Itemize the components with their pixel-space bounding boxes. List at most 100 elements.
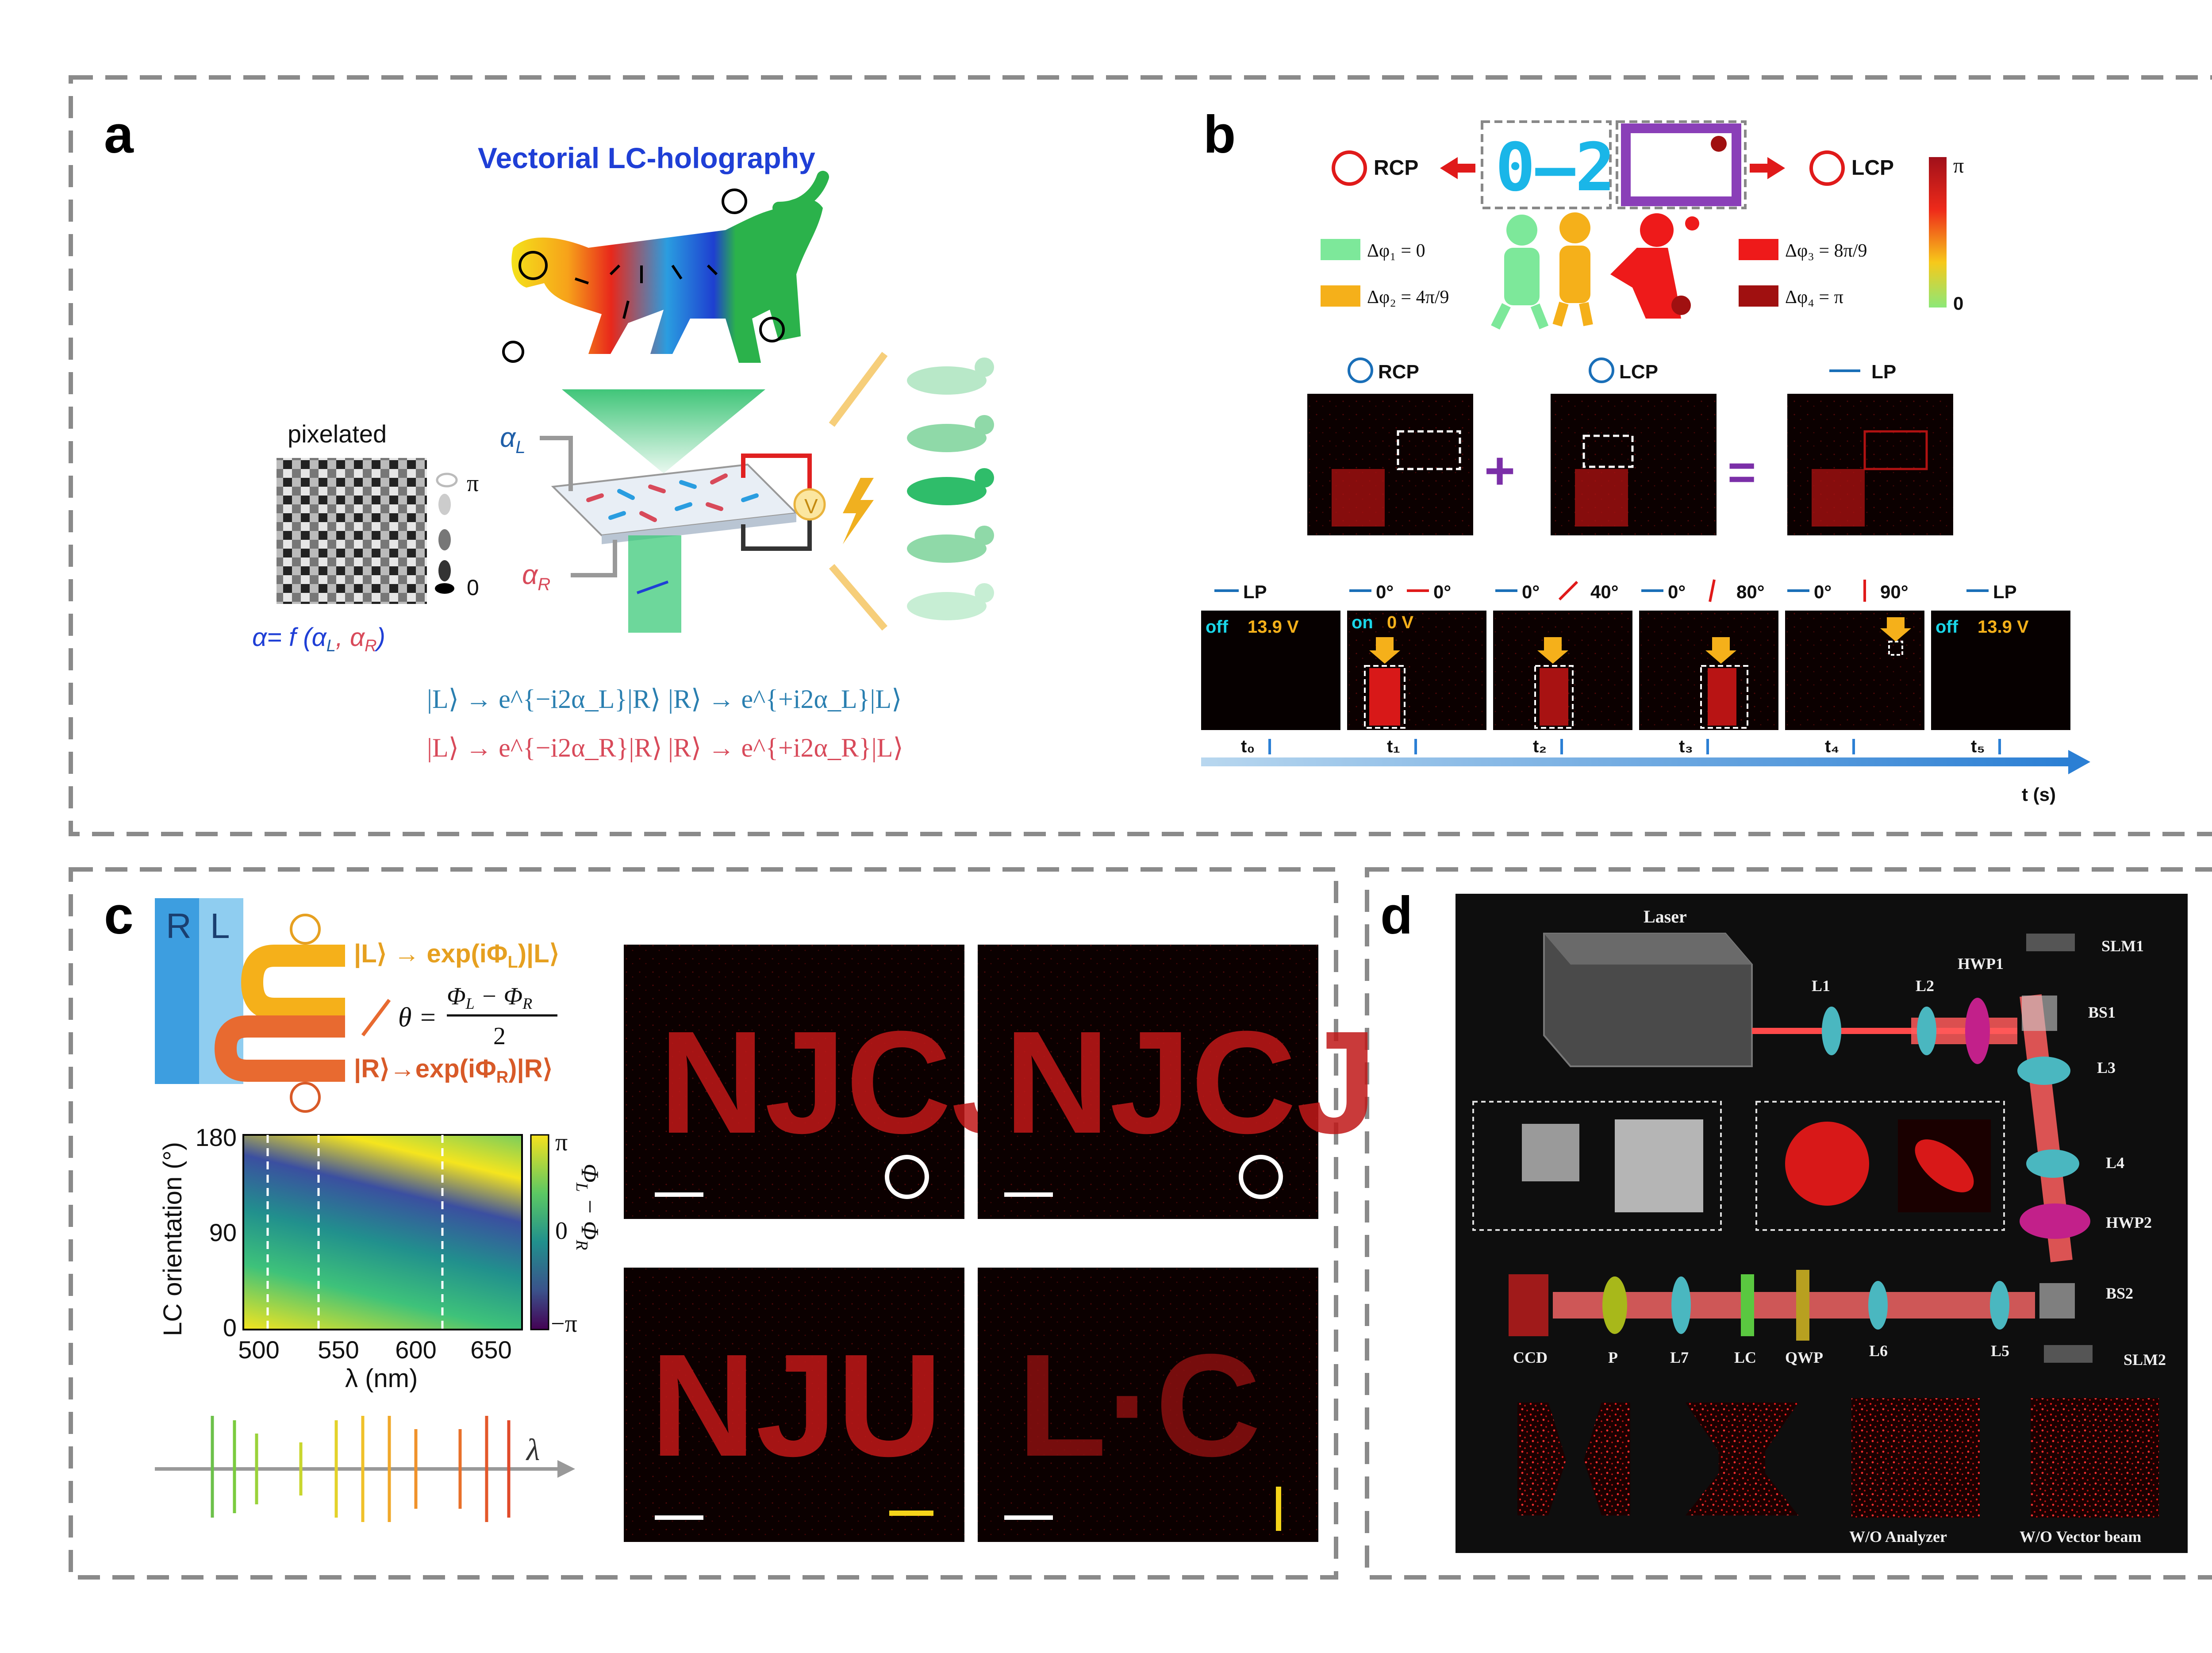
lens-L7 — [1671, 1276, 1691, 1334]
ccd — [1509, 1274, 1548, 1336]
eq-R-to-L-alpha-R: |R⟩ → e^{+i2α_R}|L⟩ — [668, 733, 903, 762]
svg-text:π: π — [555, 1129, 568, 1156]
frame5-voltage: 13.9 V — [1978, 617, 2029, 637]
svg-text:500: 500 — [238, 1336, 279, 1364]
bs2 — [2039, 1283, 2075, 1319]
R-layer — [155, 898, 199, 1084]
arrow-left-icon — [1440, 157, 1475, 179]
svg-text:NJU: NJU — [650, 1323, 942, 1487]
hwp1 — [1965, 998, 1990, 1064]
lcp-highlight-box — [1582, 434, 1634, 468]
input-pol-arrow — [636, 580, 669, 594]
svg-text:40°: 40° — [1590, 581, 1619, 602]
laser-label: Laser — [1644, 907, 1687, 926]
equals-sign: = — [1728, 445, 1756, 500]
svg-text:t₃: t₃ — [1679, 737, 1693, 756]
phase-colorbar — [1929, 157, 1947, 308]
theta-label: θ = — [398, 1003, 437, 1033]
colorbar-bottom-label: 0 — [1953, 293, 1963, 314]
rcp-highlight-box — [1397, 430, 1461, 470]
alpha-formula: α= f (αL, αR) — [252, 623, 385, 655]
alpha-R-arrow — [571, 540, 617, 577]
lc-molecules — [586, 473, 759, 522]
svg-text:0°: 0° — [1376, 581, 1394, 602]
lc-cell — [1741, 1274, 1754, 1336]
legend-swatch-1 — [1321, 239, 1360, 260]
eq-L-to-R-alpha-L: |L⟩ → e^{−i2α_L}|R⟩ — [427, 684, 661, 714]
wave-axis-arrowhead — [557, 1460, 575, 1478]
plus-sign: + — [1484, 441, 1515, 500]
slm2 — [2044, 1345, 2093, 1363]
panel-b: b RCP 0–2 LCP π 0 Δφ₁ = 0 Δφ₂ = 4π/9 Δφ₃… — [1201, 105, 2090, 805]
zero-label: 0 — [467, 575, 479, 600]
caption-wo-analyzer: W/O Analyzer — [1849, 1528, 1947, 1545]
heatmap-xlabel: λ (nm) — [345, 1364, 418, 1393]
svg-text:LP: LP — [1993, 581, 2017, 602]
voltage-label: V — [804, 495, 818, 518]
svg-text:P: P — [1608, 1349, 1618, 1366]
panel-ab-border — [69, 75, 2212, 836]
qwp — [1796, 1270, 1809, 1341]
holo-image-4: L·C — [978, 1268, 1318, 1542]
optics-labels: L1 L2 HWP1 SLM1 BS1 L3 L4 HWP2 BS2 SLM2 … — [1513, 937, 2166, 1369]
svg-text:0: 0 — [223, 1314, 237, 1342]
lens-L6 — [1868, 1281, 1888, 1330]
panel-b-letter: b — [1203, 105, 1236, 164]
heatmap-colorbar — [530, 1134, 549, 1330]
eq-L-to-R-alpha-R: |L⟩ → e^{−i2α_R}|R⟩ — [427, 733, 662, 762]
R-beam-loop — [214, 1015, 345, 1082]
wave-lambda: λ — [526, 1433, 540, 1467]
polarization-arrows — [575, 264, 718, 319]
L-circular-icon — [290, 914, 321, 945]
heatmap-yticks: 180 90 0 — [196, 1123, 237, 1342]
rcp-icon — [1332, 150, 1367, 186]
circuit-top — [741, 454, 812, 491]
legend-label-1: Δφ₁ = 0 — [1367, 241, 1425, 261]
svg-text:NJCJ: NJCJ — [1004, 1000, 1378, 1164]
R-layer-label: R — [166, 906, 192, 946]
time-ticks — [1268, 739, 2001, 754]
input-beam — [628, 535, 681, 633]
frame5-status: off — [1936, 617, 1959, 637]
lcp-figures — [1575, 469, 1628, 527]
legend-label-2: Δφ₂ = 4π/9 — [1367, 287, 1449, 308]
theta-denominator: 2 — [493, 1023, 506, 1050]
row2-label-lcp: LCP — [1619, 361, 1658, 383]
panel-a-letter: a — [104, 105, 134, 164]
lcp-icon — [1809, 150, 1845, 186]
pointer-arrows — [1369, 617, 1911, 664]
circular-pol-icon — [722, 188, 747, 214]
lcp-label: LCP — [1851, 156, 1894, 180]
lp-figures — [1812, 469, 1865, 527]
svg-text:−π: −π — [551, 1310, 577, 1338]
pixelated-label: pixelated — [288, 420, 387, 448]
pi-label: π — [467, 470, 479, 496]
holo-image-1: NJCJ — [624, 945, 1033, 1219]
bottom-image-4 — [2031, 1398, 2159, 1518]
time-labels: t₀ t₁ t₂ t₃ t₄ t₅ — [1241, 737, 1985, 756]
svg-text:L5: L5 — [1991, 1342, 2009, 1360]
lc-micrograph-small — [1522, 1124, 1579, 1181]
svg-text:HWP2: HWP2 — [2106, 1214, 2152, 1231]
svg-text:SLM1: SLM1 — [2101, 937, 2144, 955]
pixelated-mosaic — [276, 458, 427, 604]
panel-c-border — [69, 867, 1338, 1580]
cat-sequence — [907, 358, 994, 620]
lc-orientation-legend — [435, 473, 458, 594]
svg-text:L·C: L·C — [1018, 1323, 1261, 1487]
theta-numerator: ΦL − ΦR — [447, 983, 532, 1012]
svg-text:90: 90 — [209, 1219, 237, 1246]
lightning-icon — [843, 478, 874, 544]
holo-image-2: NJCJ — [978, 945, 1378, 1219]
hwp2 — [2020, 1203, 2090, 1239]
legend-label-4: Δφ₄ = π — [1785, 287, 1843, 308]
L-layer-label: L — [210, 906, 230, 946]
output-ray — [829, 564, 888, 631]
vector-beam-inset — [1755, 1101, 2005, 1231]
R-circular-icon — [290, 1082, 321, 1113]
heatmap-ylabel: LC orientation (°) — [158, 1142, 187, 1336]
time-axis — [1201, 757, 2068, 766]
ball-icon — [1711, 136, 1727, 152]
panel-d-letter: d — [1380, 886, 1413, 945]
holo-image-3: NJU — [624, 1268, 964, 1542]
